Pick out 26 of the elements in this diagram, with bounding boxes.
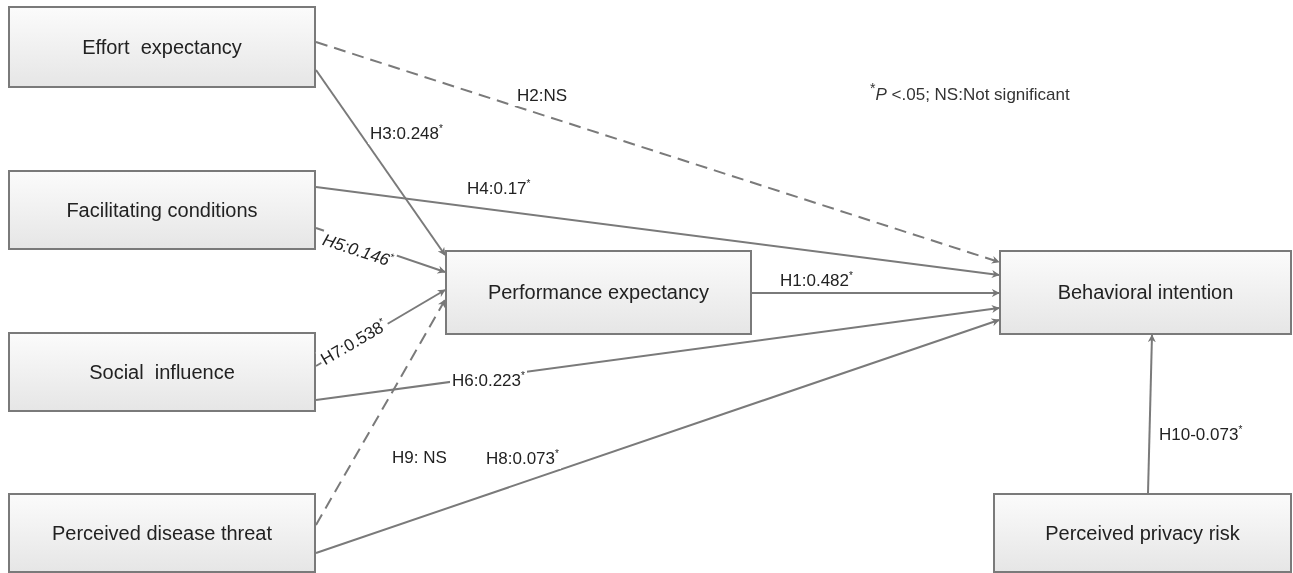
edge-label: H8:0.073$^{*}$ xyxy=(484,448,561,470)
arrow xyxy=(315,186,1000,279)
node-label: Effort expectancy xyxy=(82,35,242,59)
arrow xyxy=(315,318,1000,554)
construct-box xyxy=(8,6,316,88)
arrow xyxy=(315,69,446,256)
arrow xyxy=(751,289,1000,297)
arrow xyxy=(315,299,446,526)
construct-box xyxy=(993,493,1292,573)
node-label: Perceived privacy risk xyxy=(1045,521,1240,545)
construct-box xyxy=(8,332,316,412)
node-label: Behavioral intention xyxy=(1057,281,1234,304)
arrow xyxy=(1147,334,1156,494)
edge-label: H3:0.248$^{*}$ xyxy=(368,123,445,145)
arrow xyxy=(315,41,1000,264)
node-label: Performance expectancy xyxy=(487,281,710,304)
node-label: Social influence xyxy=(89,360,235,384)
construct-box xyxy=(8,493,316,573)
edge-label: H2:NS xyxy=(515,86,570,107)
significance-note: $^{*}$P <.05; NS:Not significant xyxy=(870,80,1070,105)
arrow xyxy=(315,305,1000,401)
node-label: Perceived disease threat xyxy=(51,521,273,545)
construct-box xyxy=(8,170,316,250)
node-label: Facilitating conditions xyxy=(66,198,258,222)
construct-box xyxy=(999,250,1292,335)
construct-box xyxy=(445,250,752,335)
